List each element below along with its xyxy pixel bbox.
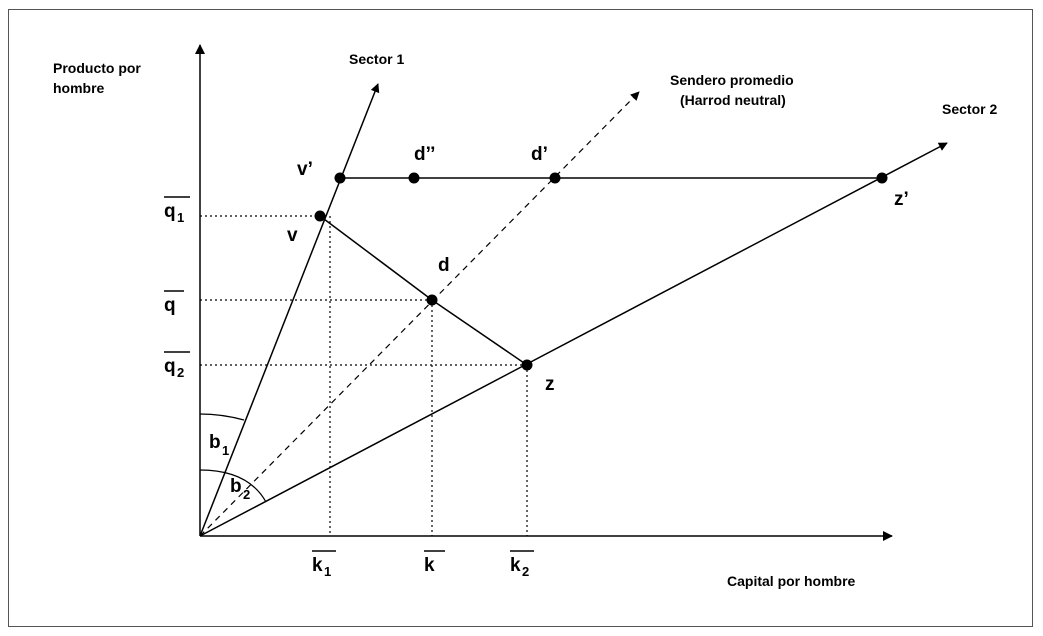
y-tick-q2: q 2: [164, 351, 190, 380]
label-d: d: [438, 255, 450, 276]
label-d-double-prime: d’’: [414, 144, 435, 165]
x-tick-k1-symbol: k: [312, 555, 323, 576]
label-z: z: [545, 374, 555, 395]
point-d: [426, 294, 438, 306]
point-v: [314, 210, 326, 222]
angle-b1-symbol: b: [209, 432, 221, 453]
angle-b2-symbol: b: [230, 476, 242, 497]
x-tick-k: k: [424, 550, 445, 576]
x-tick-k-symbol: k: [424, 555, 435, 576]
label-v-prime: v’: [297, 159, 313, 180]
line-v-d: [319, 215, 433, 301]
point-d-double-prime: [408, 172, 420, 184]
angle-arc-b1: [199, 413, 245, 421]
point-v-prime: [334, 172, 346, 184]
sector1-ray: [199, 83, 380, 537]
x-tick-k1: k 1: [312, 550, 336, 579]
x-tick-k1-subscript: 1: [324, 564, 331, 579]
y-tick-q2-symbol: q: [164, 356, 176, 377]
y-tick-q1-subscript: 1: [177, 210, 184, 225]
point-z: [521, 359, 533, 371]
average-path-label-line1: Sendero promedio: [670, 72, 794, 88]
x-tick-k2: k 2: [510, 550, 534, 579]
x-axis-label: Capital por hombre: [727, 573, 856, 589]
label-v: v: [287, 225, 298, 246]
angle-b1-subscript: 1: [222, 443, 229, 458]
y-tick-q: q: [164, 290, 184, 316]
point-d-prime: [549, 172, 561, 184]
y-tick-q1: q 1: [164, 196, 190, 225]
x-tick-k2-symbol: k: [510, 555, 521, 576]
sector2-label: Sector 2: [942, 101, 997, 117]
angle-b2-subscript: 2: [243, 487, 250, 502]
label-d-prime: d’: [531, 144, 548, 165]
label-z-prime: z’: [894, 189, 909, 210]
figure-frame: [8, 9, 1033, 627]
y-tick-q1-symbol: q: [164, 201, 176, 222]
point-z-prime: [876, 172, 888, 184]
line-d-z: [431, 299, 528, 366]
y-axis-label-line1: Producto por: [53, 60, 141, 76]
y-tick-q2-subscript: 2: [177, 365, 184, 380]
y-axis-label-line2: hombre: [53, 80, 105, 96]
y-tick-q-symbol: q: [164, 295, 176, 316]
angle-arc-b2: [199, 469, 267, 503]
x-tick-k2-subscript: 2: [522, 564, 529, 579]
average-path-label-line2: (Harrod neutral): [680, 92, 786, 108]
sector2-ray: [199, 142, 948, 537]
sector1-label: Sector 1: [349, 51, 404, 67]
average-path-ray: [199, 91, 640, 537]
